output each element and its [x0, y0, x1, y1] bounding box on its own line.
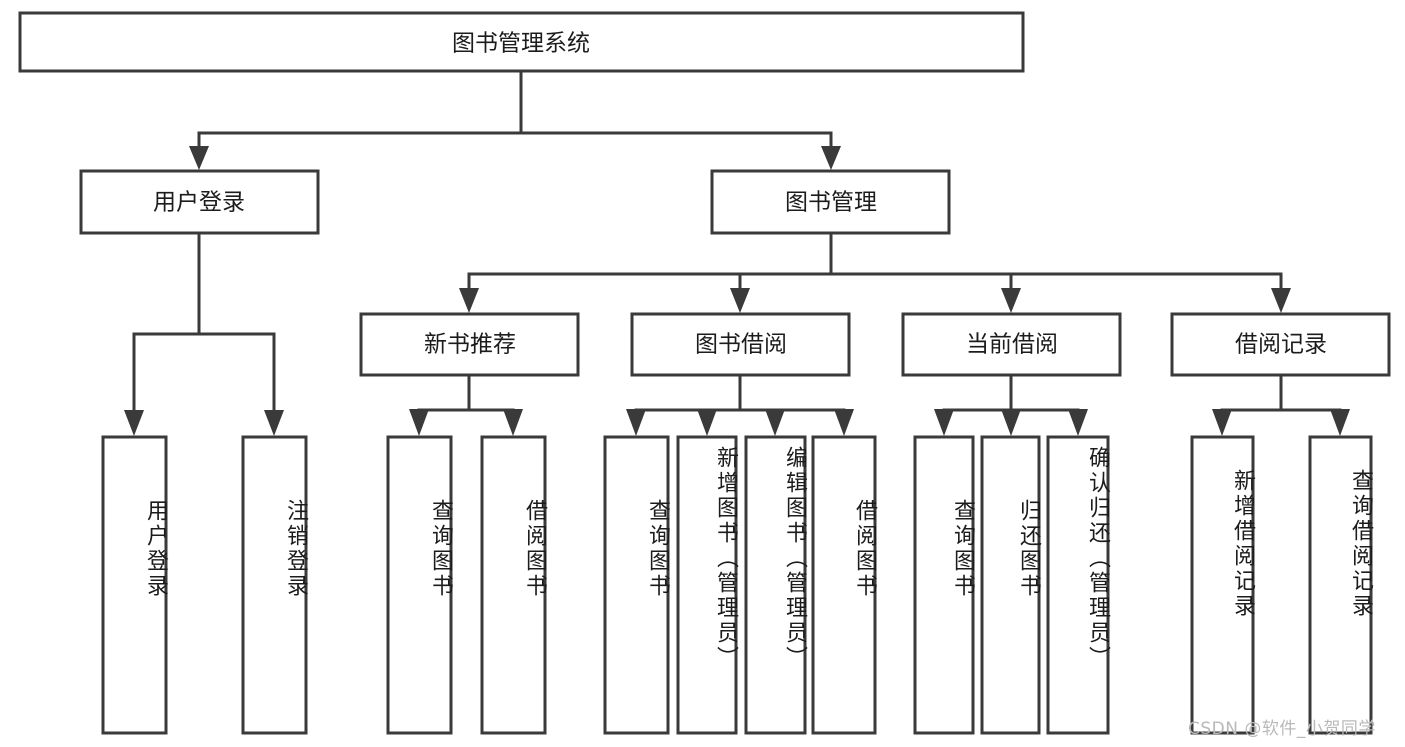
node-book-management-label: 图书管理: [785, 190, 877, 216]
leaf-box-cb-return-book[interactable]: [980, 435, 1041, 735]
arrow-user-logout: [264, 410, 284, 436]
node-borrow-record[interactable]: 借阅记录: [1170, 312, 1391, 377]
leaf-box-bb-add-book-admin[interactable]: [676, 435, 738, 735]
arrow-root-to-user: [189, 146, 209, 170]
arrow-bb-3: [765, 409, 785, 436]
arrow-br-1: [1212, 409, 1232, 436]
node-root-label: 图书管理系统: [452, 31, 590, 57]
node-book-borrow-box[interactable]: [630, 312, 851, 377]
arrow-bb-4: [834, 409, 854, 436]
node-root[interactable]: 图书管理系统: [18, 11, 1025, 73]
arrow-cb-1: [934, 409, 954, 436]
node-user-login-label: 用户登录: [153, 190, 245, 216]
node-root-box[interactable]: [18, 11, 1025, 73]
leaf-box-bb-borrow-book[interactable]: [811, 435, 877, 735]
node-user-login[interactable]: 用户登录: [79, 169, 320, 235]
arrow-bb-1: [626, 409, 646, 436]
arrow-root-to-book: [821, 146, 841, 170]
arrow-cb-3: [1068, 409, 1088, 436]
connector-group-borrow-record: [1212, 373, 1350, 436]
node-book-borrow[interactable]: 图书借阅: [630, 312, 851, 377]
arrow-to-borrow-record: [1271, 288, 1291, 313]
connector-group-book-mgmt: [459, 231, 1291, 313]
node-new-book-recommend[interactable]: 新书推荐: [359, 312, 580, 377]
arrow-to-new-book-rec: [459, 288, 479, 313]
arrow-br-2: [1330, 409, 1350, 436]
connector-group-root: [189, 69, 841, 170]
csdn-watermark: CSDN @软件_小贺同学: [1188, 719, 1376, 739]
node-borrow-record-box[interactable]: [1170, 312, 1391, 377]
leaf-box-cb-confirm-return-admin[interactable]: [1046, 435, 1110, 735]
leaf-box-bb-edit-book-admin[interactable]: [744, 435, 807, 735]
leaf-box-user-logout[interactable]: [241, 435, 308, 735]
arrow-to-book-borrow: [730, 288, 750, 313]
node-current-borrow[interactable]: 当前借阅: [901, 312, 1122, 377]
node-book-borrow-label: 图书借阅: [695, 332, 787, 358]
leaf-box-bb-query-book[interactable]: [603, 435, 670, 735]
node-book-management[interactable]: 图书管理: [710, 169, 951, 235]
arrow-cb-2: [1001, 409, 1021, 436]
node-book-management-box[interactable]: [710, 169, 951, 235]
leaf-box-cb-query-book[interactable]: [913, 435, 975, 735]
node-new-book-recommend-box[interactable]: [359, 312, 580, 377]
connector-group-current-borrow: [934, 373, 1088, 436]
connector-group-user-login: [124, 231, 284, 436]
connector-group-book-borrow: [626, 373, 854, 436]
arrow-nbr-1: [409, 409, 429, 436]
node-user-login-box[interactable]: [79, 169, 320, 235]
node-borrow-record-label: 借阅记录: [1235, 332, 1327, 358]
node-current-borrow-box[interactable]: [901, 312, 1122, 377]
arrow-user-login: [124, 410, 144, 436]
arrow-to-current-borrow: [1001, 288, 1021, 313]
leaf-box-nbr-borrow-book[interactable]: [480, 435, 547, 735]
node-new-book-recommend-label: 新书推荐: [424, 332, 516, 358]
arrow-bb-2: [697, 409, 717, 436]
connector-group-new-book-rec: [409, 373, 523, 436]
leaf-box-nbr-query-book[interactable]: [386, 435, 453, 735]
leaf-box-user-login[interactable]: [101, 435, 168, 735]
node-current-borrow-label: 当前借阅: [966, 332, 1058, 358]
leaf-box-br-query-record[interactable]: [1308, 435, 1373, 735]
arrow-nbr-2: [503, 409, 523, 436]
leaf-box-br-add-record[interactable]: [1190, 435, 1255, 735]
